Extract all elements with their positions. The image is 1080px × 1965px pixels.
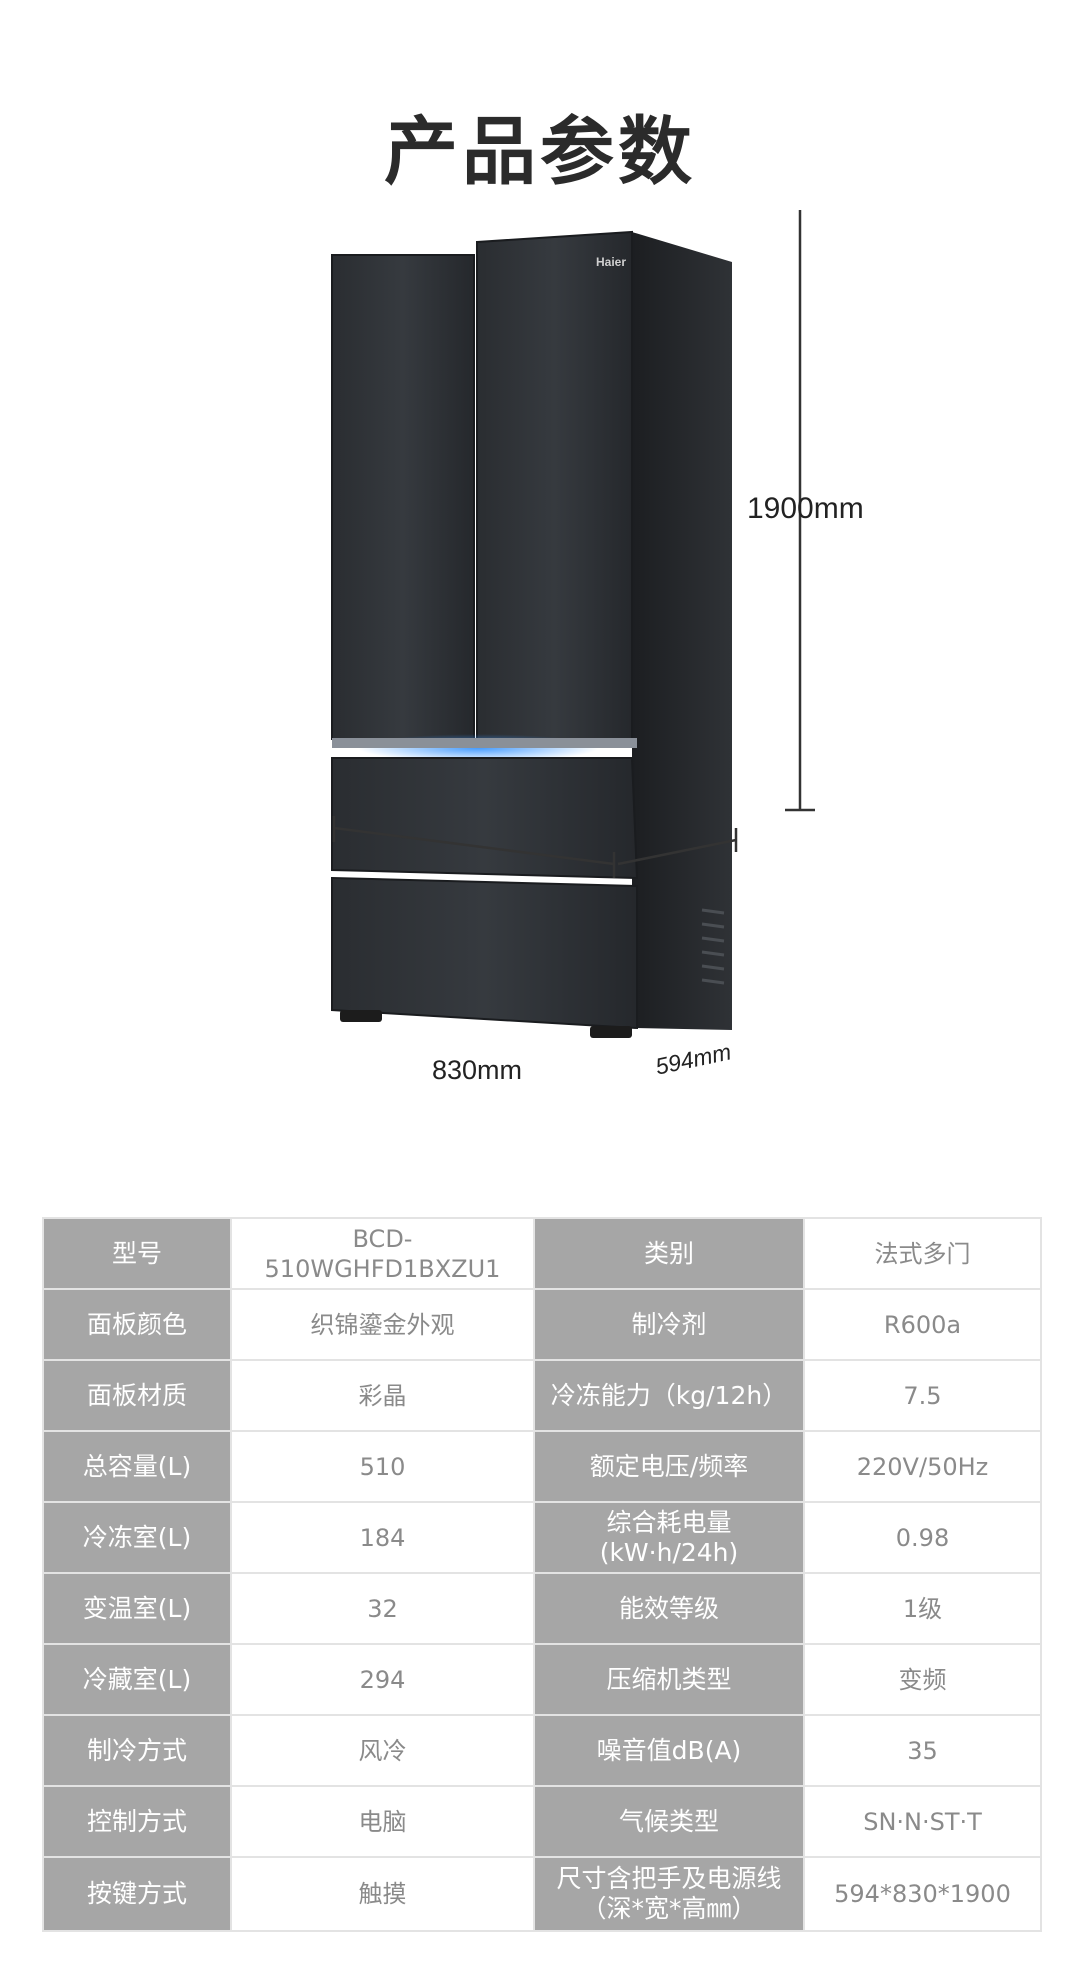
spec-label: 冷藏室(L) — [42, 1643, 232, 1716]
page-title: 产品参数 — [384, 109, 696, 195]
spec-value: 触摸 — [230, 1856, 535, 1932]
product-illustration: Haier 1900mm 830mm 594mm — [0, 196, 1080, 1110]
spec-value: 32 — [230, 1572, 535, 1645]
middle-drawer — [331, 757, 639, 880]
fridge-illustration: Haier — [331, 196, 815, 1038]
spec-label: 变温室(L) — [42, 1572, 232, 1645]
spec-label: 冷冻室(L) — [42, 1501, 232, 1574]
width-label: 830mm — [428, 1055, 527, 1086]
spec-label: 总容量(L) — [42, 1430, 232, 1503]
spec-value: SN·N·ST·T — [803, 1785, 1042, 1858]
side-vent — [701, 908, 725, 985]
depth-dimension-line — [617, 828, 738, 866]
left-foot — [340, 1010, 382, 1022]
spec-value: R600a — [803, 1288, 1042, 1361]
spec-value: 1级 — [803, 1572, 1042, 1645]
brand-logo: Haier — [596, 255, 626, 269]
spec-row: 制冷方式风冷噪音值dB(A)35 — [42, 1714, 1042, 1787]
spec-label: 类别 — [533, 1217, 805, 1290]
spec-row: 按键方式触摸尺寸含把手及电源线（深*宽*高㎜）594*830*1900 — [42, 1856, 1042, 1932]
spec-value: 法式多门 — [803, 1217, 1042, 1290]
spec-label: 面板颜色 — [42, 1288, 232, 1361]
spec-value: 0.98 — [803, 1501, 1042, 1574]
spec-label: 尺寸含把手及电源线（深*宽*高㎜） — [533, 1856, 805, 1932]
spec-value: 电脑 — [230, 1785, 535, 1858]
spec-label: 气候类型 — [533, 1785, 805, 1858]
spec-label: 噪音值dB(A) — [533, 1714, 805, 1787]
width-dimension-line — [332, 816, 616, 878]
spec-label: 冷冻能力（kg/12h） — [533, 1359, 805, 1432]
bottom-drawer — [331, 876, 638, 1030]
fridge-side-panel — [632, 232, 732, 1030]
spec-value: BCD-510WGHFD1BXZU1 — [230, 1217, 535, 1290]
spec-label: 控制方式 — [42, 1785, 232, 1858]
metal-trim — [332, 738, 637, 748]
spec-value: 510 — [230, 1430, 535, 1503]
spec-label: 制冷剂 — [533, 1288, 805, 1361]
spec-label: 综合耗电量(kW·h/24h) — [533, 1501, 805, 1574]
spec-value: 织锦鎏金外观 — [230, 1288, 535, 1361]
spec-label: 压缩机类型 — [533, 1643, 805, 1716]
spec-label: 面板材质 — [42, 1359, 232, 1432]
height-label: 1900mm — [747, 492, 864, 525]
spec-value: 7.5 — [803, 1359, 1042, 1432]
spec-value: 35 — [803, 1714, 1042, 1787]
spec-value: 184 — [230, 1501, 535, 1574]
spec-label: 能效等级 — [533, 1572, 805, 1645]
right-door — [476, 230, 633, 740]
spec-row: 面板材质彩晶冷冻能力（kg/12h）7.5 — [42, 1359, 1042, 1432]
spec-value: 594*830*1900 — [803, 1856, 1042, 1932]
spec-label: 按键方式 — [42, 1856, 232, 1932]
spec-label: 额定电压/频率 — [533, 1430, 805, 1503]
spec-label: 制冷方式 — [42, 1714, 232, 1787]
spec-value: 风冷 — [230, 1714, 535, 1787]
left-door — [331, 254, 475, 740]
spec-value: 变频 — [803, 1643, 1042, 1716]
spec-label: 型号 — [42, 1217, 232, 1290]
spec-value: 彩晶 — [230, 1359, 535, 1432]
spec-value: 294 — [230, 1643, 535, 1716]
spec-value: 220V/50Hz — [803, 1430, 1042, 1503]
right-foot — [590, 1026, 632, 1038]
